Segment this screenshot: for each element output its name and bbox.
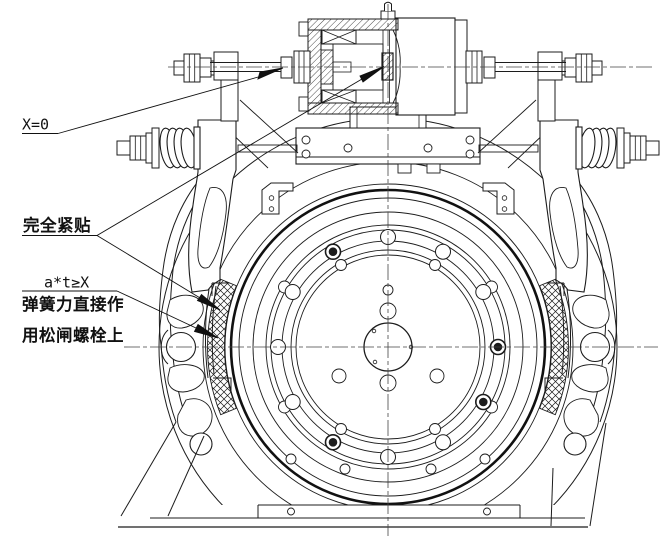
motor-end-plate — [454, 19, 468, 114]
label-air-gap: X=0 — [22, 116, 49, 134]
left-side-assembly — [116, 50, 311, 456]
bed-plate — [0, 504, 662, 540]
brake-arm-slot — [197, 187, 227, 269]
casting-cutouts — [166, 294, 213, 437]
bell-housing-curve — [392, 29, 401, 104]
armature-plate-hatched — [381, 52, 394, 81]
arrow-spring-force — [193, 323, 219, 339]
annotations: X=0 完全紧贴 a*t≥X 弹簧力直接作 用松闸螺栓上 — [22, 116, 124, 346]
tie-link — [237, 144, 298, 153]
arrow-lining-flush — [196, 293, 221, 311]
arrow-armature-flush — [359, 66, 385, 83]
arrow-air-gap — [257, 67, 284, 80]
solenoid-top-wall-hatched — [307, 18, 399, 31]
flange-bolt-holes — [270, 229, 507, 475]
grommet-holes — [324, 243, 507, 451]
right-foot — [550, 422, 607, 527]
brake-spring — [159, 126, 201, 170]
drum-face-bracket — [261, 182, 294, 215]
centerlines — [124, 4, 658, 536]
motor-body — [395, 17, 456, 116]
label-spring-note-2: 用松闸螺栓上 — [22, 325, 124, 345]
label-spring-note-1: 弹簧力直接作 — [22, 294, 124, 314]
arm-column — [213, 51, 239, 122]
label-wear-formula: a*t≥X — [44, 274, 89, 292]
spring-bolt-and-nuts — [116, 127, 160, 169]
spring-seat-plate — [193, 126, 201, 170]
annotation-leaders — [22, 66, 385, 339]
brake-solenoid-assembly — [298, 1, 468, 116]
left-foot — [120, 421, 205, 517]
crossbar-bolt-holes — [301, 135, 475, 159]
label-fully-flush: 完全紧贴 — [23, 215, 91, 235]
solenoid-bottom-wall-hatched — [307, 102, 399, 115]
